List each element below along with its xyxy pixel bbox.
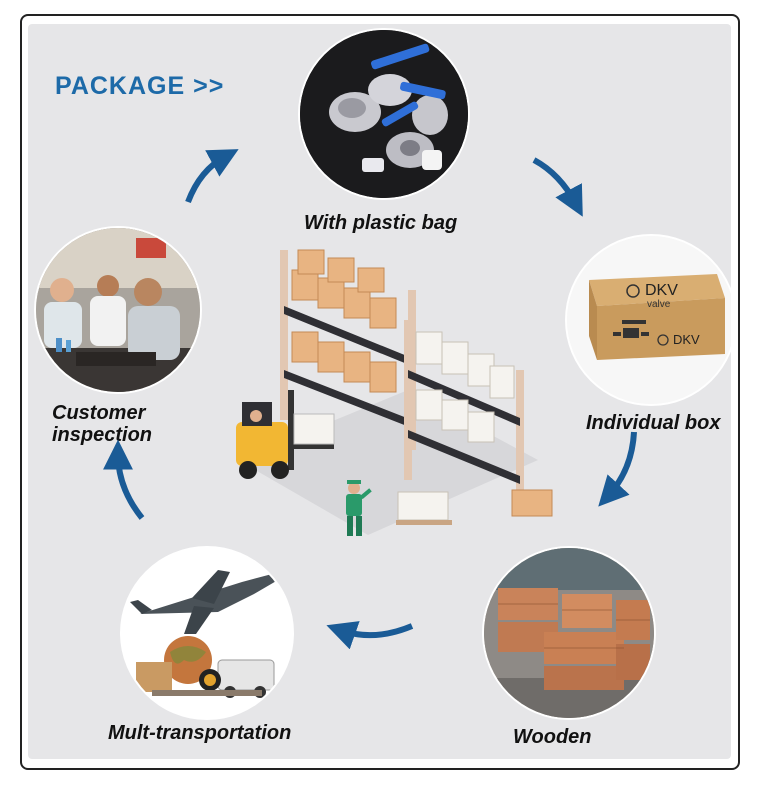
package-panel: PACKAGE >> With plastic bag <box>28 24 731 759</box>
box-brand-text-2: DKV <box>673 332 700 347</box>
page-title: PACKAGE >> <box>55 72 225 100</box>
arrow-curved-icon <box>326 621 414 650</box>
photo-wooden <box>484 548 654 718</box>
label-plastic-bag: With plastic bag <box>304 212 458 234</box>
label-inspection-line1: Customer <box>52 402 146 424</box>
arrow-curved-icon <box>185 149 239 204</box>
forklift-icon <box>236 390 335 479</box>
photo-individual-box: DKV valve DKV <box>567 236 731 404</box>
box-brand-text: DKV <box>645 282 678 299</box>
arrow-curved-icon <box>103 439 145 520</box>
worker-icon <box>346 480 372 536</box>
box-brand-sub: valve <box>647 299 671 310</box>
package-frame: PACKAGE >> With plastic bag <box>20 14 740 770</box>
photo-transportation <box>122 548 292 718</box>
arrow-curved-icon <box>532 157 583 217</box>
arrow-curved-icon <box>598 431 637 507</box>
photo-customer-inspection <box>36 228 200 392</box>
label-customer-inspection: Customer inspection <box>52 402 152 446</box>
warehouse-illustration <box>236 249 553 536</box>
label-wooden: Wooden <box>513 726 592 748</box>
label-inspection-line2: inspection <box>52 424 153 446</box>
label-transportation: Mult-transportation <box>108 722 292 744</box>
photo-plastic-bag <box>300 30 468 198</box>
label-individual-box: Individual box <box>586 412 721 434</box>
